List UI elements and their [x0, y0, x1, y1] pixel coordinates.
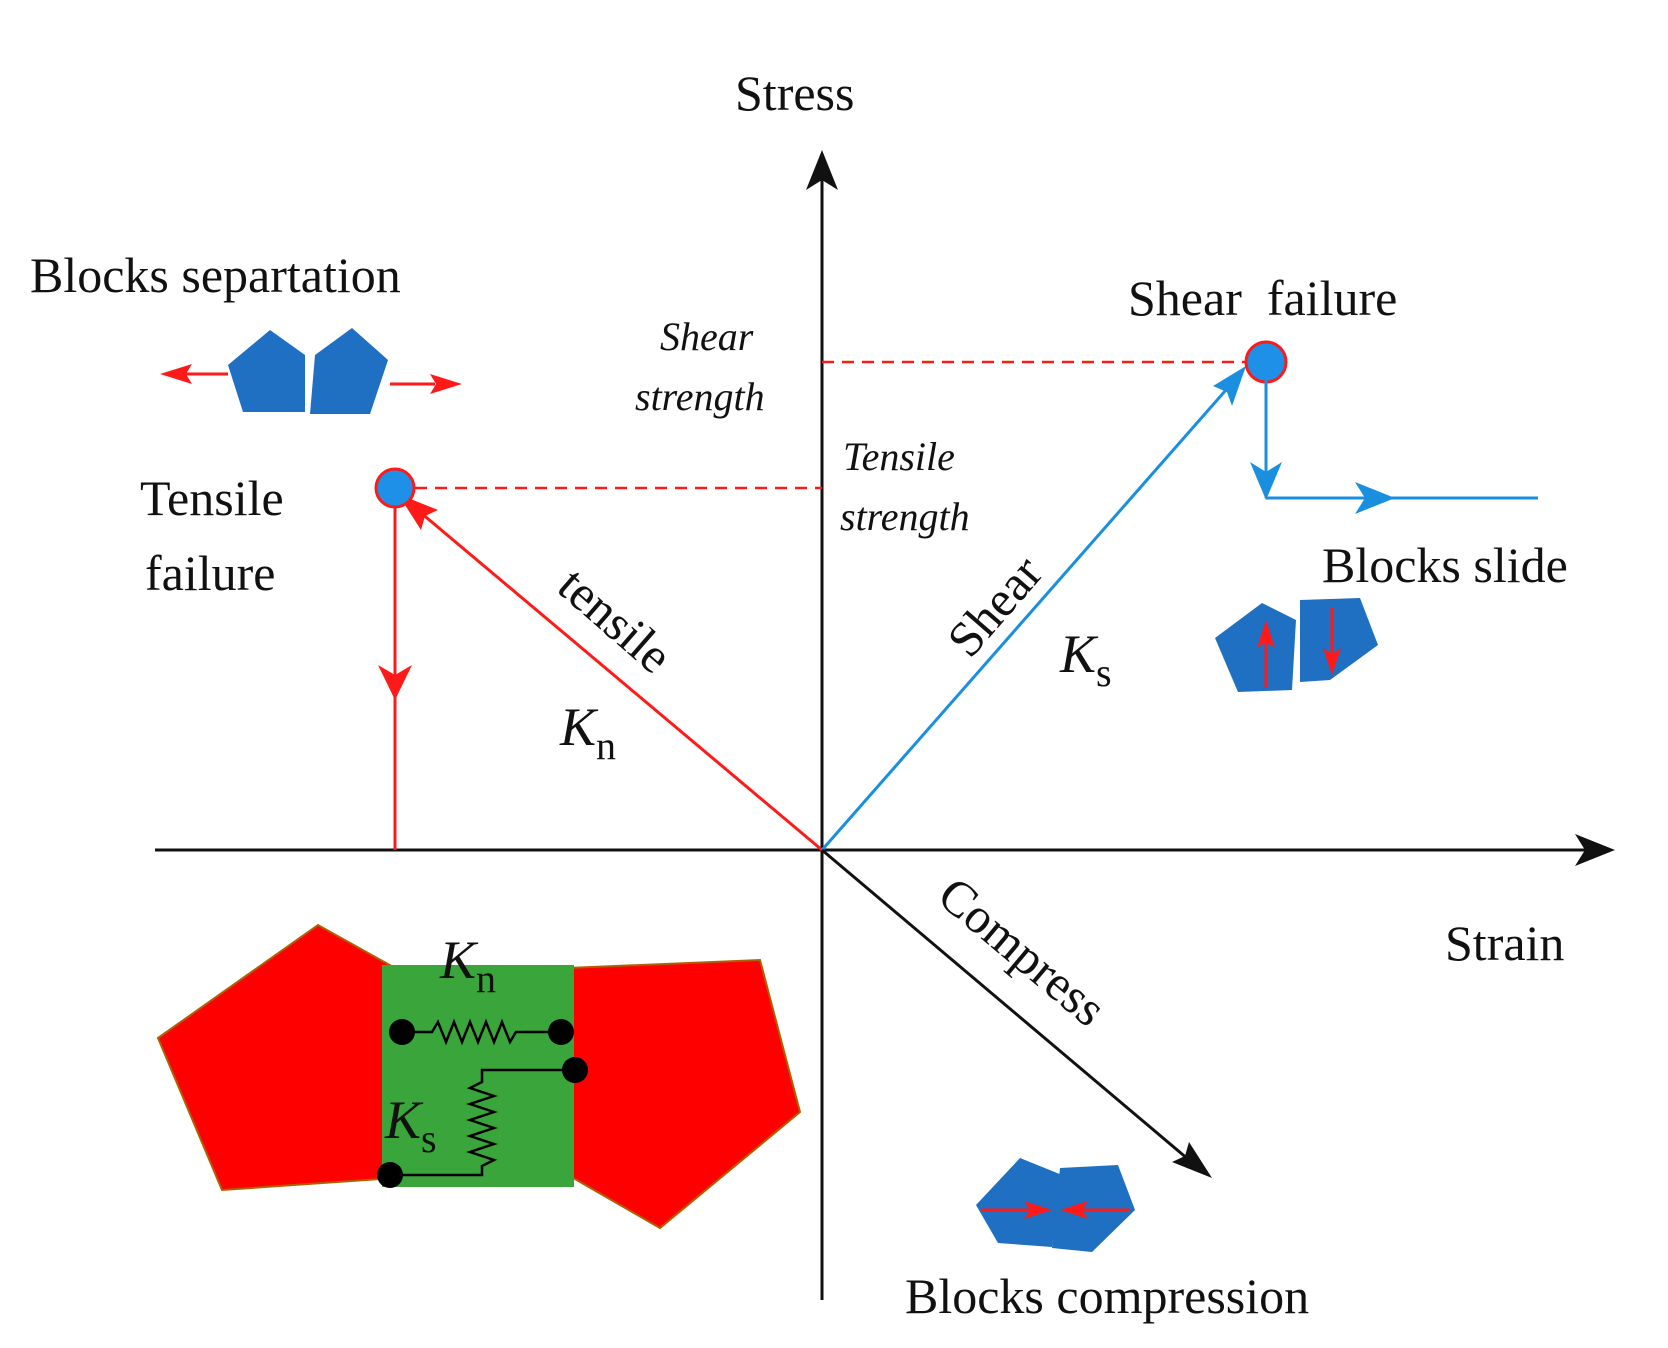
compress-path-label: Compress	[928, 866, 1117, 1037]
blocks-slide-label: Blocks slide	[1322, 537, 1568, 593]
slide-right-block	[1300, 598, 1378, 682]
contact-ks-subscript: s	[421, 1116, 437, 1161]
x-axis-arrowhead	[1575, 834, 1615, 866]
ks-symbol: K	[1059, 624, 1099, 684]
shear-strength-label-line2: strength	[635, 374, 765, 419]
tensile-failure-label-line1: Tensile	[140, 470, 284, 526]
y-axis-arrowhead	[806, 150, 838, 190]
blocks-separation-label: Blocks separtation	[30, 247, 401, 303]
compress-line	[821, 848, 1196, 1167]
contact-ks-label: Ks	[384, 1090, 437, 1161]
shear-failure-label: Shear failure	[1128, 270, 1397, 326]
x-axis-label: Strain	[1445, 915, 1564, 971]
compression-left-arrowhead	[1024, 1201, 1052, 1219]
slide-up-arrowhead	[1257, 620, 1275, 648]
slide-down-arrowhead	[1323, 648, 1341, 675]
tensile-path: tensile Kn	[374, 467, 823, 852]
compress-arrowhead	[1172, 1142, 1212, 1178]
tensile-stiffness-label: Kn	[559, 697, 616, 768]
tensile-failure-label-line2: failure	[145, 545, 275, 601]
contact-ks-symbol: K	[384, 1090, 424, 1150]
separation-right-block	[310, 328, 388, 414]
y-axis-label: Stress	[735, 65, 854, 121]
contact-left-block	[156, 923, 396, 1192]
blocks-compression-label: Blocks compression	[905, 1268, 1309, 1324]
shear-loading-arrowhead	[1213, 366, 1246, 406]
tensile-path-label: tensile	[548, 556, 683, 684]
shear-path: Shear Ks	[820, 340, 1538, 851]
kn-spring	[402, 1018, 561, 1046]
shear-failure-point	[1244, 340, 1288, 384]
contact-model-illustration: Kn Ks	[156, 923, 802, 1230]
shear-strength-label-line1: Shear	[660, 314, 754, 359]
shear-drop-arrowhead	[1250, 462, 1282, 500]
blocks-compression-illustration: Blocks compression	[905, 1158, 1309, 1324]
ks-subscript: s	[1096, 650, 1112, 695]
compression-left-block	[976, 1158, 1062, 1247]
shear-stiffness-label: Ks	[1059, 624, 1112, 695]
contact-right-block	[567, 958, 802, 1230]
tensile-failure-point	[374, 467, 416, 509]
kn-subscript: n	[596, 723, 616, 768]
tensile-drop-arrowhead	[378, 665, 412, 700]
compress-path: Compress	[821, 848, 1212, 1178]
tensile-strength-label-line2: strength	[840, 494, 970, 539]
separation-right-arrowhead	[430, 374, 462, 394]
strength-levels: Shear strength Tensile strength	[395, 314, 1250, 539]
compression-right-arrowhead	[1060, 1201, 1088, 1219]
contact-kn-subscript: n	[476, 956, 496, 1001]
shear-loading-line	[820, 373, 1242, 851]
ks-spring	[390, 1068, 575, 1177]
contact-kn-label: Kn	[439, 930, 496, 1001]
tensile-loading-line	[407, 500, 823, 852]
shear-slide-arrowhead	[1355, 482, 1395, 514]
separation-left-arrowhead	[160, 364, 192, 384]
blocks-slide-illustration: Blocks slide	[1215, 537, 1568, 692]
separation-left-block	[228, 330, 305, 412]
tensile-strength-label-line1: Tensile	[843, 434, 955, 479]
kn-symbol: K	[559, 697, 599, 757]
slide-left-block	[1215, 603, 1296, 692]
contact-kn-symbol: K	[439, 930, 479, 990]
blocks-separation-illustration: Blocks separtation	[30, 247, 462, 414]
